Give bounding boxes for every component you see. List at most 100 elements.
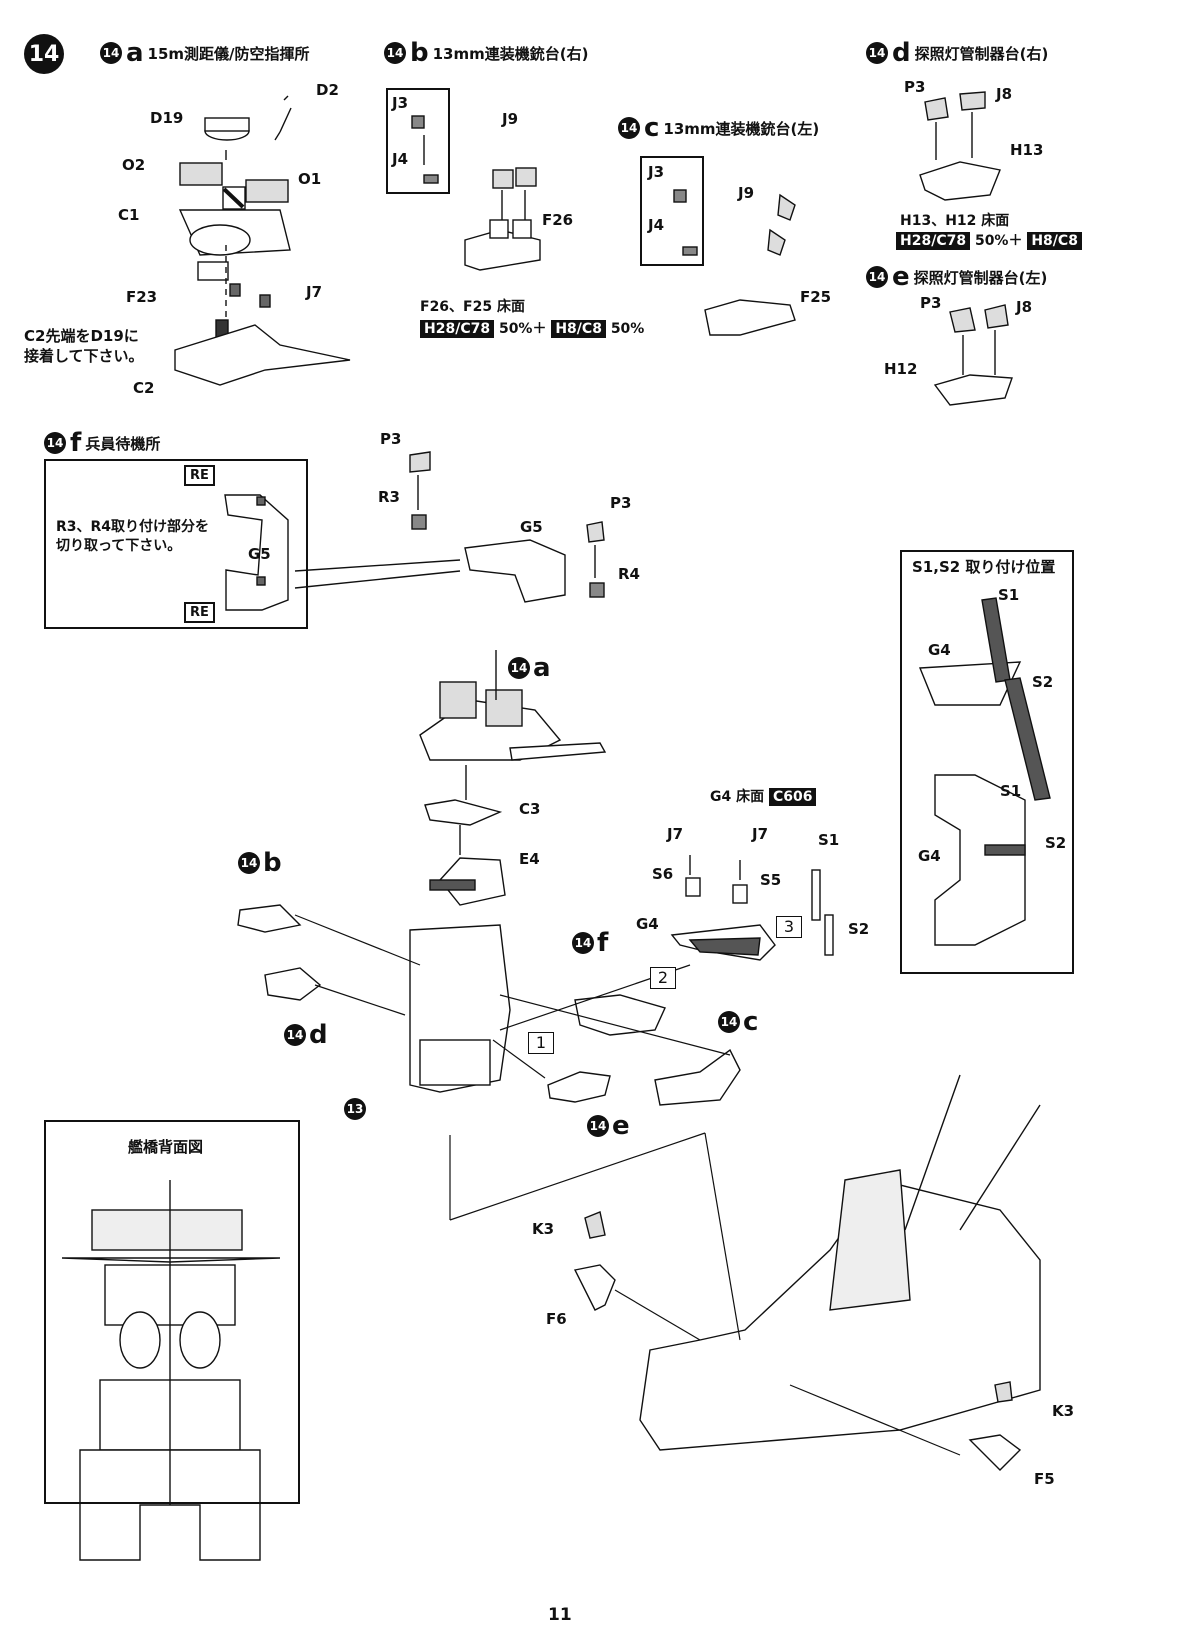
re-tag: RE bbox=[184, 602, 215, 623]
circle-14-icon: 14 bbox=[866, 42, 888, 64]
assembly-14b bbox=[411, 115, 541, 271]
callout-14f: 14 f bbox=[572, 930, 608, 956]
part-label: C2 bbox=[133, 379, 155, 397]
paint-mix-d: H28/C78 50%＋ H8/C8 bbox=[896, 230, 1082, 250]
section-letter: f bbox=[70, 428, 82, 458]
part-label: S1 bbox=[818, 831, 840, 849]
paint-note-g4: G4 床面 C606 bbox=[710, 786, 817, 806]
sequence-number-box: 2 bbox=[650, 967, 676, 989]
sub-14d-drawing bbox=[264, 967, 322, 1001]
note-line: 切り取って下さい。 bbox=[56, 537, 182, 554]
section-title: 探照灯管制器台(右) bbox=[914, 44, 1049, 63]
part-label: O1 bbox=[298, 170, 322, 188]
assembly-14d bbox=[919, 91, 1001, 201]
part-label: K3 bbox=[1052, 1402, 1075, 1420]
ship-hull-drawing bbox=[573, 1074, 1041, 1471]
paint-color: H28/C78 bbox=[420, 320, 495, 338]
part-label: G5 bbox=[520, 518, 543, 536]
part-label: J9 bbox=[502, 110, 519, 128]
callout-letter: a bbox=[533, 653, 551, 683]
section-a-header: 14 a 15m測距儀/防空指揮所 bbox=[100, 40, 310, 66]
part-label: C1 bbox=[118, 206, 140, 224]
part-label: D2 bbox=[316, 81, 339, 99]
section-letter: c bbox=[644, 113, 660, 143]
assembly-14a bbox=[174, 95, 351, 386]
part-label: S5 bbox=[760, 871, 782, 889]
section-title: 兵員待機所 bbox=[85, 434, 161, 453]
s-position-drawing bbox=[918, 597, 1051, 946]
assembly-14f bbox=[224, 451, 605, 611]
callout-13: 13 bbox=[344, 1098, 366, 1120]
part-label: R4 bbox=[618, 565, 640, 583]
part-label: J7 bbox=[752, 825, 769, 843]
section-letter: d bbox=[892, 38, 911, 68]
circle-14-icon: 14 bbox=[284, 1024, 306, 1046]
sequence-number-box: 3 bbox=[776, 916, 802, 938]
note-14a: C2先端をD19に 接着して下さい。 bbox=[24, 326, 144, 367]
paint-pct: 50%＋ bbox=[974, 233, 1023, 249]
section-letter: b bbox=[410, 38, 429, 68]
circle-14-icon: 14 bbox=[100, 42, 122, 64]
part-label: H12 bbox=[884, 360, 918, 378]
sub-14b-drawing bbox=[237, 904, 302, 933]
main-bridge-assembly bbox=[409, 650, 607, 1093]
paint-floor: G4 床面 bbox=[710, 789, 765, 805]
circle-14-icon: 14 bbox=[508, 657, 530, 679]
section-title: 15m測距儀/防空指揮所 bbox=[147, 44, 310, 63]
callout-14a: 14 a bbox=[508, 655, 551, 681]
part-label: R3 bbox=[378, 488, 400, 506]
callout-14d: 14 d bbox=[284, 1022, 328, 1048]
part-label: F26 bbox=[542, 211, 574, 229]
part-label: S2 bbox=[1032, 673, 1054, 691]
callout-letter: e bbox=[612, 1111, 630, 1141]
paint-color: H28/C78 bbox=[896, 232, 971, 250]
section-letter: e bbox=[892, 262, 910, 292]
part-label: S1 bbox=[998, 586, 1020, 604]
detail-box-14b bbox=[386, 88, 450, 194]
s-position-title: S1,S2 取り付け位置 bbox=[912, 558, 1056, 576]
note-14f: R3、R4取り付け部分を 切り取って下さい。 bbox=[56, 518, 209, 556]
part-label: J8 bbox=[1016, 298, 1033, 316]
part-label: G4 bbox=[636, 915, 659, 933]
sub-14c-drawing bbox=[654, 1048, 741, 1106]
part-label: S2 bbox=[1045, 834, 1067, 852]
circle-14-icon: 14 bbox=[44, 432, 66, 454]
paint-note-b: F26、F25 床面 bbox=[420, 296, 525, 316]
part-label: F25 bbox=[800, 288, 832, 306]
note-line: C2先端をD19に bbox=[24, 327, 139, 345]
section-b-header: 14 b 13mm連装機銃台(右) bbox=[384, 40, 588, 66]
assembly-14c bbox=[673, 189, 796, 336]
bridge-rear-title: 艦橋背面図 bbox=[128, 1138, 204, 1156]
g4-assembly bbox=[670, 855, 834, 961]
part-label: P3 bbox=[904, 78, 926, 96]
part-label: J7 bbox=[667, 825, 684, 843]
section-title: 13mm連装機銃台(左) bbox=[663, 119, 820, 138]
paint-floor: F26、F25 床面 bbox=[420, 299, 525, 315]
section-letter: a bbox=[126, 38, 144, 68]
paint-color: H8/C8 bbox=[1027, 232, 1082, 250]
note-line: R3、R4取り付け部分を bbox=[56, 519, 210, 535]
part-label: E4 bbox=[519, 850, 540, 868]
part-label: P3 bbox=[380, 430, 402, 448]
part-label: C3 bbox=[519, 800, 541, 818]
paint-color: C606 bbox=[768, 788, 817, 806]
part-label: S2 bbox=[848, 920, 870, 938]
circle-14-icon: 14 bbox=[587, 1115, 609, 1137]
note-line: 接着して下さい。 bbox=[24, 347, 144, 366]
callout-14e: 14 e bbox=[587, 1113, 630, 1139]
page-number: 11 bbox=[548, 1605, 572, 1625]
part-label: S1 bbox=[1000, 782, 1022, 800]
paint-pct: 50% bbox=[610, 321, 645, 337]
section-c-header: 14 c 13mm連装機銃台(左) bbox=[618, 115, 819, 141]
paint-color: H8/C8 bbox=[551, 320, 606, 338]
part-label: P3 bbox=[920, 294, 942, 312]
part-label: J3 bbox=[648, 163, 665, 181]
section-title: 探照灯管制器台(左) bbox=[913, 268, 1048, 287]
part-label: J3 bbox=[392, 94, 409, 112]
paint-floor: H13、H12 床面 bbox=[900, 213, 1010, 229]
s-position-box bbox=[900, 550, 1074, 974]
part-label: F5 bbox=[1034, 1470, 1055, 1488]
circle-14-icon: 14 bbox=[384, 42, 406, 64]
part-label: J7 bbox=[306, 283, 323, 301]
